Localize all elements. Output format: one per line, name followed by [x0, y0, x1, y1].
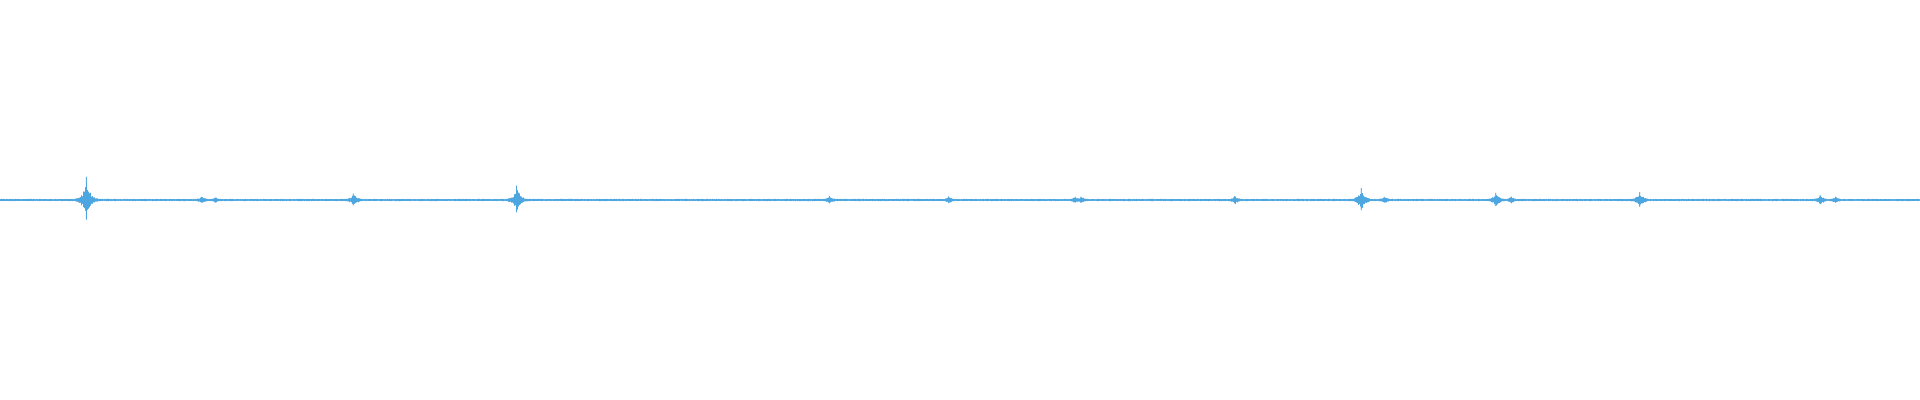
waveform-trace [0, 181, 1920, 219]
waveform-samples [0, 176, 1920, 220]
